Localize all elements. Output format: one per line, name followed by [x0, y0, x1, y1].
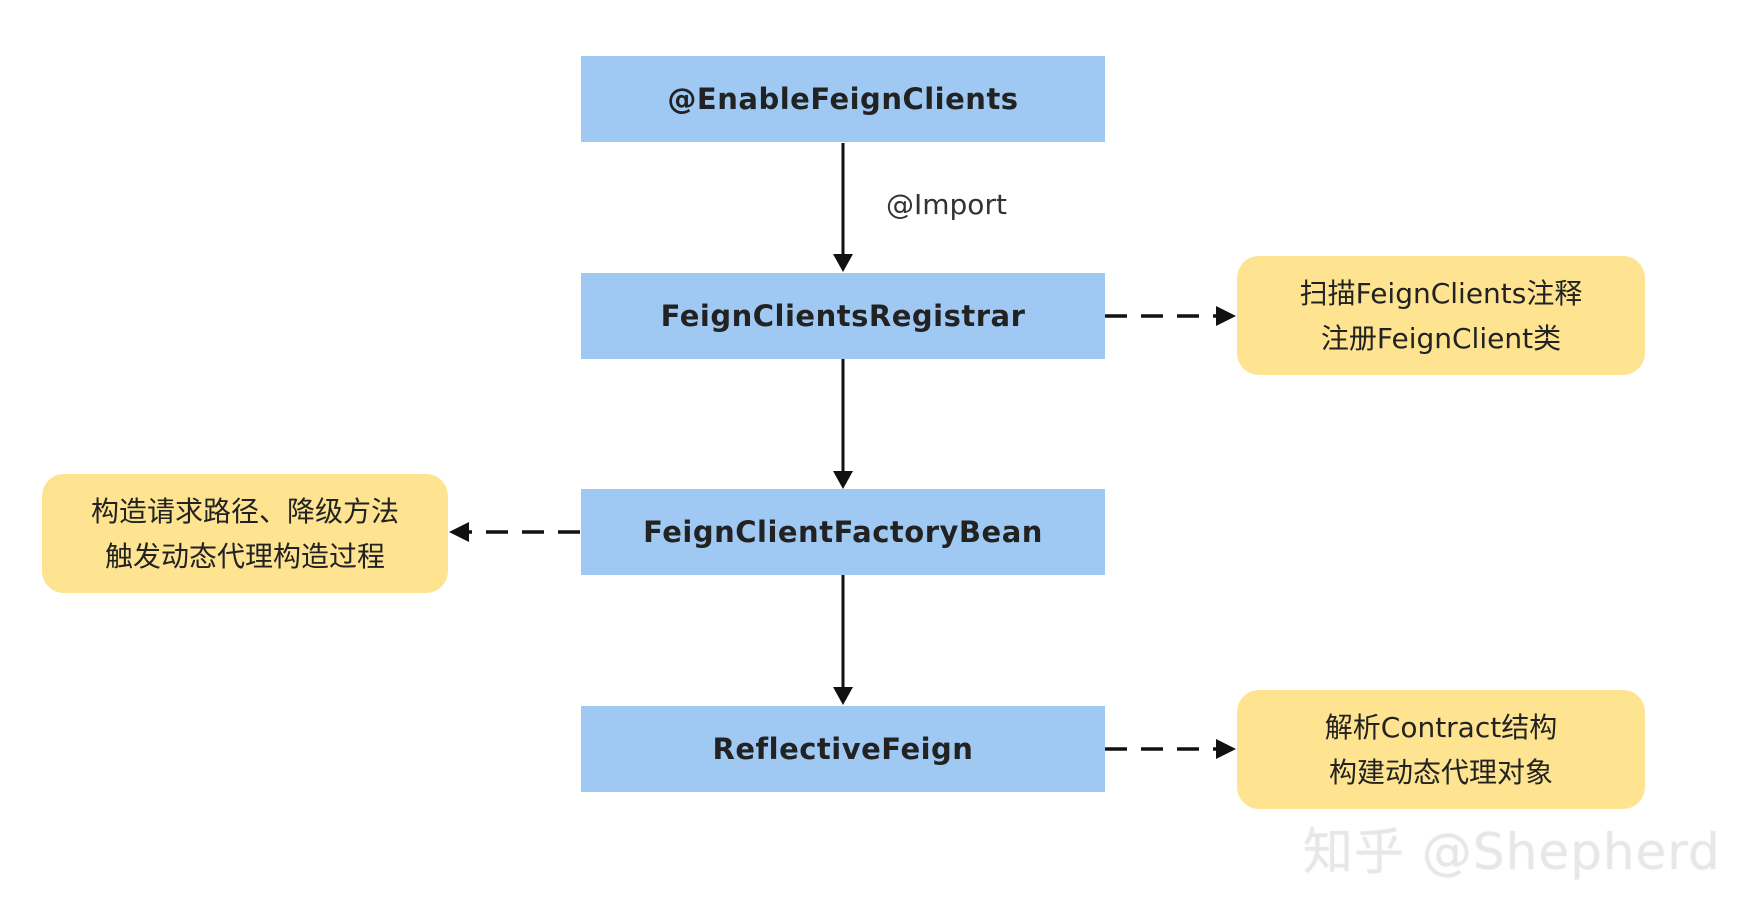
node-feign-clients-registrar: FeignClientsRegistrar: [581, 273, 1105, 359]
note-line: 构造请求路径、降级方法: [90, 494, 399, 528]
note-line: 构建动态代理对象: [1328, 755, 1553, 789]
arrow-factory-to-reflective: [833, 575, 853, 705]
node-enable-feign-clients: @EnableFeignClients: [581, 56, 1105, 142]
node-label: FeignClientFactoryBean: [643, 515, 1043, 549]
watermark: 知乎 @Shepherd: [1303, 823, 1721, 881]
node-label: FeignClientsRegistrar: [660, 299, 1026, 333]
note-line: 扫描FeignClients注释: [1299, 276, 1583, 310]
dashed-arrow-factory-note: [449, 522, 580, 542]
note-registrar: 扫描FeignClients注释 注册FeignClient类: [1237, 256, 1645, 375]
arrow-registrar-to-factory: [833, 358, 853, 489]
note-line: 解析Contract结构: [1324, 710, 1558, 744]
node-label: ReflectiveFeign: [712, 732, 974, 766]
note-factory: 构造请求路径、降级方法 触发动态代理构造过程: [42, 474, 448, 593]
edge-label-import: @Import: [886, 188, 1007, 221]
note-line: 注册FeignClient类: [1320, 321, 1562, 355]
note-reflective: 解析Contract结构 构建动态代理对象: [1237, 690, 1645, 809]
node-label: @EnableFeignClients: [667, 82, 1019, 116]
note-line: 触发动态代理构造过程: [104, 539, 385, 573]
arrow-enable-to-registrar: [833, 143, 853, 272]
dashed-arrow-registrar-note: [1105, 306, 1236, 326]
node-feign-client-factory-bean: FeignClientFactoryBean: [581, 489, 1105, 575]
dashed-arrow-reflective-note: [1105, 739, 1236, 759]
node-reflective-feign: ReflectiveFeign: [581, 706, 1105, 792]
